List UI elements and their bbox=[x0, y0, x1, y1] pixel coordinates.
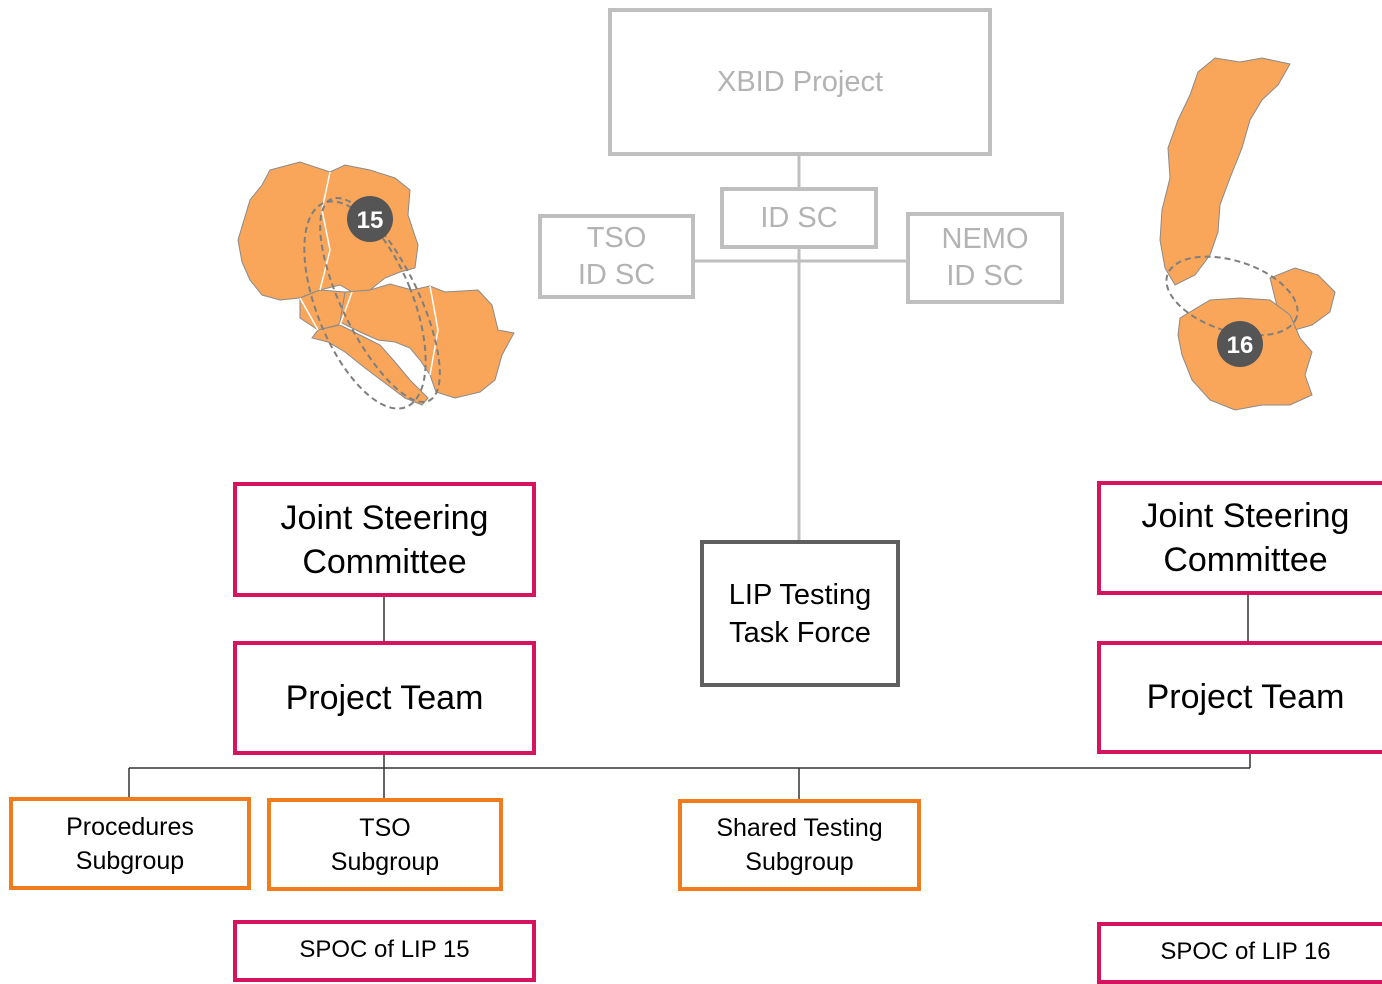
region-15-badge bbox=[347, 196, 393, 242]
spoc-lip-15: SPOC of LIP 15 bbox=[233, 920, 536, 982]
spoc-lip-16-label: SPOC of LIP 16 bbox=[1160, 938, 1331, 965]
tso-id-sc-line-1: TSO bbox=[586, 221, 647, 254]
xbid-project-label: XBID Project bbox=[717, 65, 883, 98]
nemo-id-sc-line-1: NEMO bbox=[941, 223, 1029, 255]
tso-subgroup: TSO Subgroup bbox=[267, 798, 503, 891]
lip-testing-line-2: Task Force bbox=[729, 616, 871, 649]
jsc-left-line-2: Committee bbox=[302, 542, 467, 581]
shared-testing-line-2: Subgroup bbox=[745, 848, 854, 876]
shared-testing-line-1: Shared Testing bbox=[716, 814, 883, 842]
project-team-right: Project Team bbox=[1097, 641, 1382, 754]
xbid-project-box: XBID Project bbox=[608, 8, 992, 156]
tso-subgroup-line-2: Subgroup bbox=[330, 847, 440, 876]
procedures-subgroup: Procedures Subgroup bbox=[9, 797, 251, 890]
region-16-label: 16 bbox=[1227, 332, 1254, 359]
procedures-line-1: Procedures bbox=[66, 812, 194, 841]
region-15-label: 15 bbox=[357, 207, 384, 234]
joint-steering-committee-right: Joint Steering Committee bbox=[1097, 481, 1382, 595]
tso-subgroup-line-1: TSO bbox=[359, 813, 411, 842]
tso-id-sc-line-2: ID SC bbox=[577, 258, 656, 291]
nemo-id-sc-line-2: ID SC bbox=[946, 260, 1024, 292]
project-team-right-label: Project Team bbox=[1146, 678, 1345, 716]
jsc-right-line-1: Joint Steering bbox=[1141, 497, 1350, 535]
lip-testing-line-1: LIP Testing bbox=[728, 578, 872, 611]
shared-testing-subgroup: Shared Testing Subgroup bbox=[678, 799, 921, 891]
nemo-id-sc-box: NEMO ID SC bbox=[906, 212, 1064, 304]
jsc-right-line-2: Committee bbox=[1163, 541, 1328, 579]
project-team-left-label: Project Team bbox=[285, 678, 484, 717]
id-sc-box: ID SC bbox=[720, 187, 878, 249]
project-team-left: Project Team bbox=[233, 641, 536, 755]
spoc-lip-15-label: SPOC of LIP 15 bbox=[299, 936, 470, 963]
spoc-lip-16: SPOC of LIP 16 bbox=[1097, 922, 1382, 984]
procedures-line-2: Subgroup bbox=[75, 846, 185, 875]
jsc-left-line-1: Joint Steering bbox=[280, 498, 489, 537]
id-sc-label: ID SC bbox=[760, 201, 838, 234]
tso-id-sc-box: TSO ID SC bbox=[538, 214, 695, 299]
joint-steering-committee-left: Joint Steering Committee bbox=[233, 482, 536, 597]
region-16-badge bbox=[1217, 321, 1263, 367]
lip-testing-task-force-box: LIP Testing Task Force bbox=[700, 540, 900, 687]
